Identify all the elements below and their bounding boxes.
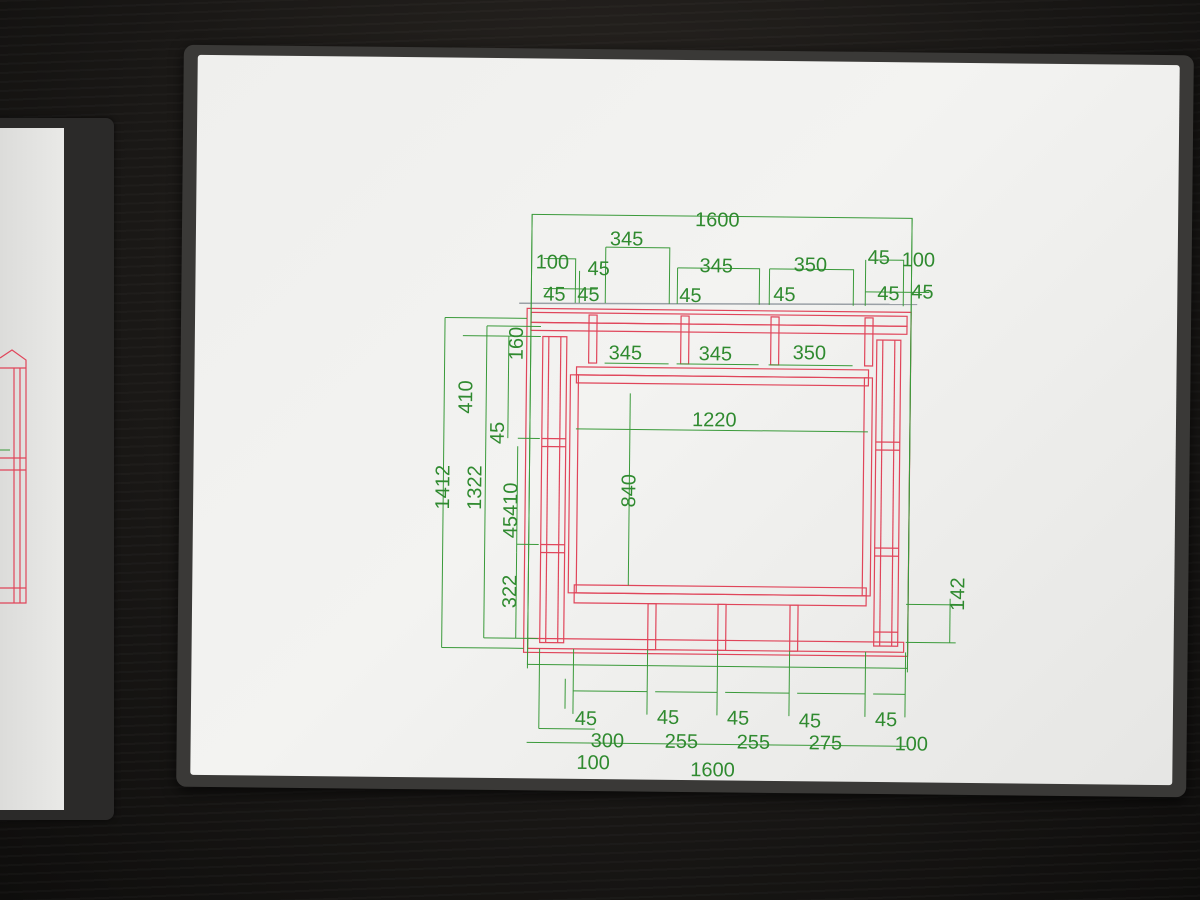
dim-left-1322: 1322 bbox=[464, 465, 486, 510]
dim-top-45-right2: 45 bbox=[877, 283, 899, 305]
dim-top-45-e: 45 bbox=[773, 284, 795, 306]
dim-row-350: 350 bbox=[793, 342, 827, 364]
dim-top-45-b: 45 bbox=[543, 284, 565, 306]
dim-bottom-total: 1600 bbox=[690, 759, 735, 781]
dim-left-160: 160 bbox=[506, 327, 528, 361]
dim-top-45-c: 45 bbox=[577, 284, 599, 306]
dim-bottom-45-d: 45 bbox=[799, 710, 821, 732]
dim-top-45-d: 45 bbox=[679, 285, 701, 307]
dim-top-345-mid: 345 bbox=[700, 255, 734, 277]
dim-bottom-300: 300 bbox=[591, 730, 625, 752]
left-sheet-drawing bbox=[0, 349, 27, 604]
dim-right-142: 142 bbox=[947, 577, 969, 611]
dim-top-45-right1: 45 bbox=[868, 247, 890, 269]
dim-bottom-275: 275 bbox=[809, 732, 843, 754]
dim-inner-1220: 1220 bbox=[692, 409, 737, 431]
dim-top-100-right: 100 bbox=[902, 249, 936, 271]
dim-left-1412: 1412 bbox=[432, 465, 454, 510]
dim-top-345-high: 345 bbox=[610, 228, 644, 250]
dim-row-345-a: 345 bbox=[609, 342, 643, 364]
dim-bottom-100-right: 100 bbox=[895, 733, 929, 755]
frame-plan-drawing: 1600 345 100 45 45 45 345 45 350 45 45 1… bbox=[432, 209, 969, 781]
dim-row-345-b: 345 bbox=[699, 343, 733, 365]
dim-bottom-45-e: 45 bbox=[875, 709, 897, 731]
dim-bottom-45-c: 45 bbox=[727, 707, 749, 729]
dim-left-45410: 45410 bbox=[500, 482, 523, 538]
dim-bottom-45-b: 45 bbox=[657, 707, 679, 729]
drawing-sheet: 1600 345 100 45 45 45 345 45 350 45 45 1… bbox=[190, 54, 1180, 786]
dim-bottom-255-b: 255 bbox=[737, 732, 771, 754]
dim-top-45-right3: 45 bbox=[911, 281, 933, 303]
dim-inner-840: 840 bbox=[618, 474, 640, 508]
dim-top-total: 1600 bbox=[695, 209, 740, 231]
dim-bottom-100-left: 100 bbox=[576, 752, 610, 774]
dim-top-350-top: 350 bbox=[794, 254, 828, 276]
dim-left-45: 45 bbox=[487, 422, 509, 444]
dim-bottom-255-a: 255 bbox=[665, 731, 699, 753]
plastic-sleeve: 1600 345 100 45 45 45 345 45 350 45 45 1… bbox=[176, 44, 1194, 798]
dim-top-45-a: 45 bbox=[587, 258, 609, 280]
dim-left-410-top: 410 bbox=[455, 380, 477, 414]
left-sheet-sleeve bbox=[0, 118, 114, 820]
dim-left-322: 322 bbox=[499, 575, 521, 609]
left-sheet-paper bbox=[0, 128, 64, 810]
dim-top-100-left: 100 bbox=[536, 251, 570, 273]
dim-bottom-45-a: 45 bbox=[575, 708, 597, 730]
